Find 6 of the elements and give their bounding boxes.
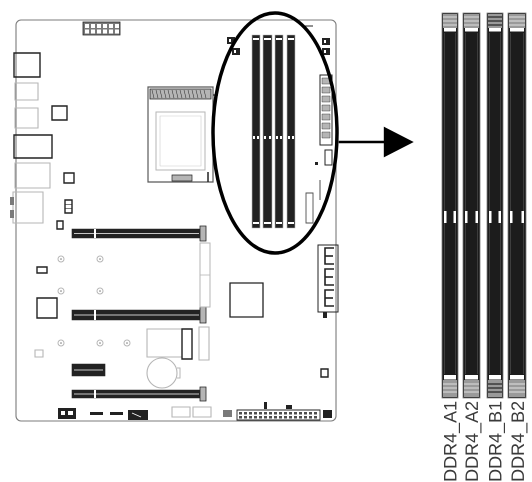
slot-label: DDR4_A2	[465, 402, 482, 480]
memory-slot-picture	[442, 12, 526, 398]
slot-label: DDR4_B2	[511, 402, 528, 480]
slot-label: DDR4_A1	[444, 402, 460, 480]
highlight-ellipse	[211, 11, 339, 255]
slot-label: DDR4_B1	[489, 402, 505, 480]
